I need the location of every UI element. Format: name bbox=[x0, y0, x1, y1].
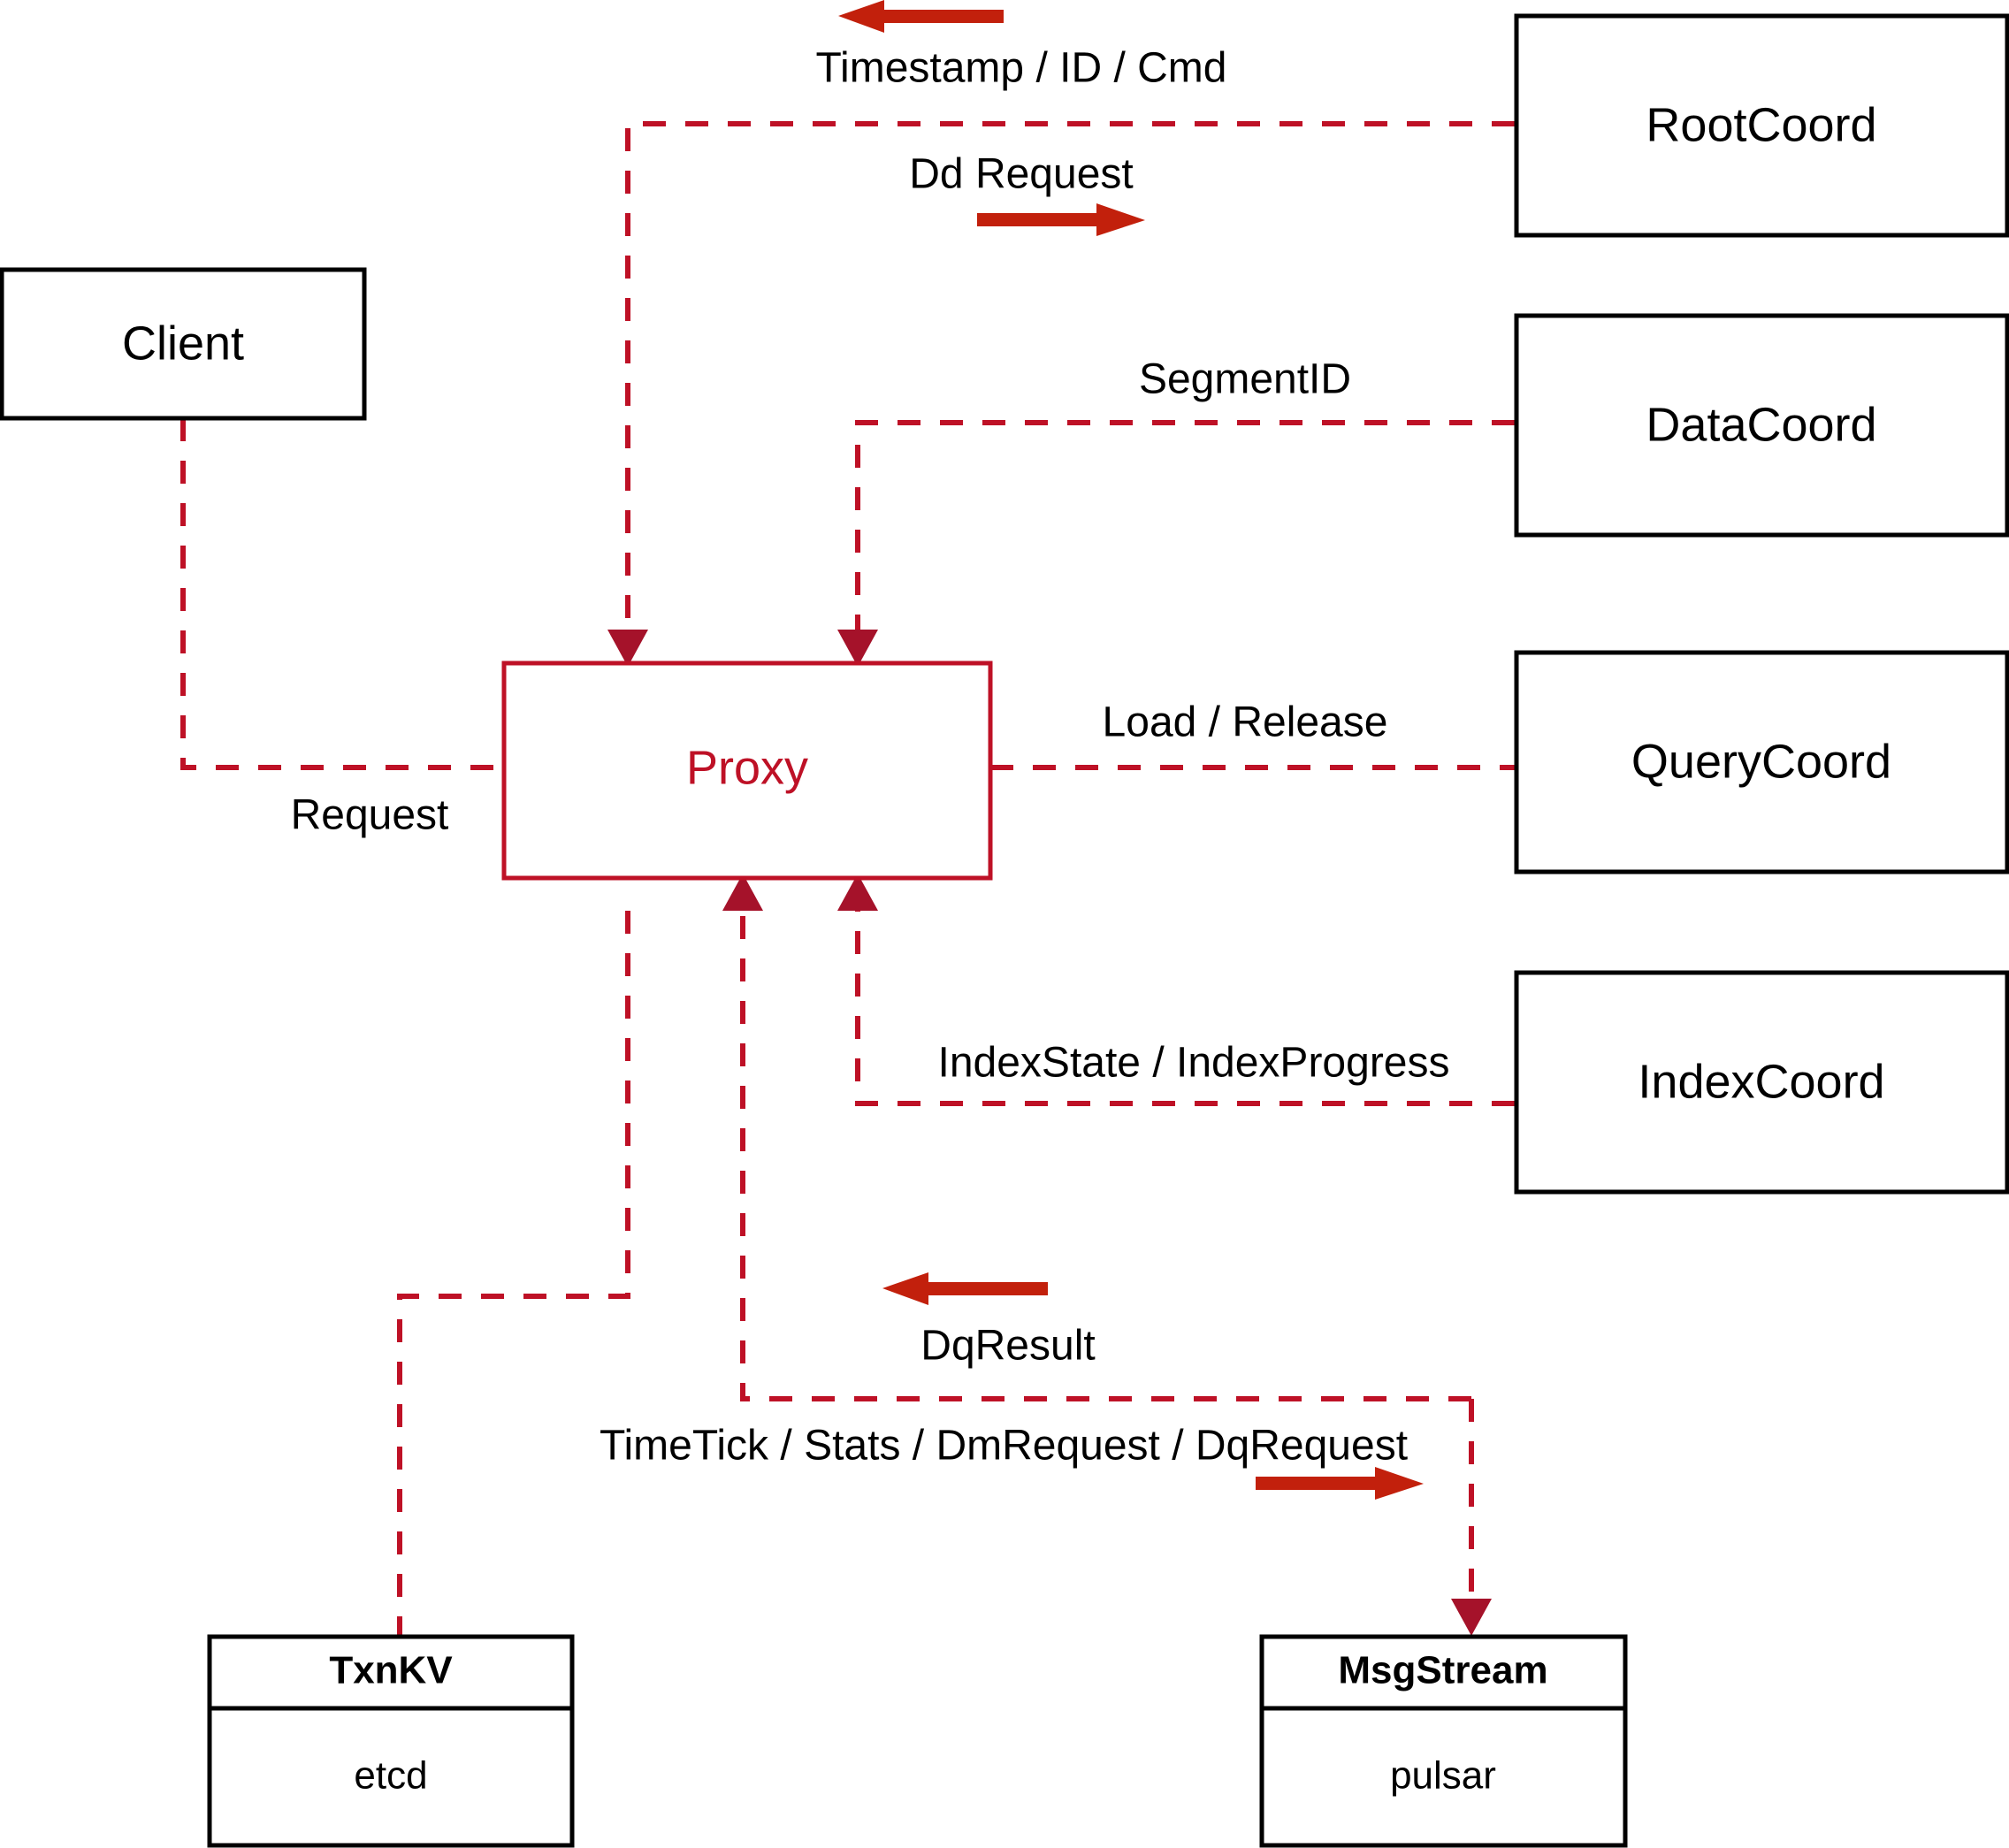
node-client-label: Client bbox=[122, 317, 244, 370]
edge-label-load-release: Load / Release bbox=[1103, 699, 1388, 746]
edge-line-dq-result bbox=[740, 911, 1471, 1401]
node-txnkv-title: TxnKV bbox=[329, 1649, 453, 1692]
node-index-coord-label: IndexCoord bbox=[1638, 1055, 1884, 1108]
node-query-coord[interactable]: QueryCoord bbox=[1514, 650, 2009, 874]
node-index-coord[interactable]: IndexCoord bbox=[1514, 970, 2009, 1195]
bold-arrow-rightward-timetick bbox=[1256, 1467, 1424, 1500]
edge-arrowhead-timestamp-id-cmd bbox=[607, 630, 648, 667]
node-data-coord-label: DataCoord bbox=[1646, 398, 1876, 451]
node-msgstream-impl: pulsar bbox=[1390, 1754, 1496, 1798]
edge-label-timetick-stats: TimeTick / Stats / DmRequest / DqRequest bbox=[600, 1423, 1408, 1470]
edge-arrowhead-segment-id bbox=[837, 630, 878, 667]
node-msgstream-title: MsgStream bbox=[1338, 1649, 1547, 1692]
edge-label-dq-result: DqResult bbox=[920, 1323, 1095, 1370]
edge-label-client-request: Request bbox=[291, 792, 449, 839]
edge-line-timestamp-id-cmd bbox=[625, 121, 1515, 630]
node-root-coord[interactable]: RootCoord bbox=[1514, 13, 2009, 238]
edge-line-index-state bbox=[855, 911, 1515, 1106]
node-txnkv[interactable]: TxnKV etcd bbox=[207, 1634, 575, 1848]
node-query-coord-label: QueryCoord bbox=[1631, 735, 1891, 788]
bold-arrow-leftward-dq-result bbox=[882, 1272, 1048, 1305]
node-proxy[interactable]: Proxy bbox=[501, 661, 993, 881]
node-data-coord-box bbox=[1514, 313, 2009, 538]
node-root-coord-box bbox=[1514, 13, 2009, 238]
edge-arrowhead-dq-result bbox=[722, 874, 763, 911]
edge-label-index-state: IndexState / IndexProgress bbox=[938, 1040, 1450, 1087]
node-msgstream[interactable]: MsgStream pulsar bbox=[1259, 1634, 1628, 1848]
node-client-box bbox=[0, 267, 367, 421]
edge-arrowhead-index-state bbox=[837, 874, 878, 911]
bold-arrow-rightward-dd-request bbox=[977, 203, 1145, 236]
node-client[interactable]: Client bbox=[0, 267, 367, 421]
edge-line-proxy-txnkv bbox=[397, 911, 630, 1636]
node-index-coord-box bbox=[1514, 970, 2009, 1195]
node-txnkv-impl: etcd bbox=[354, 1754, 427, 1798]
edge-line-segment-id bbox=[855, 420, 1515, 630]
edge-label-timestamp-id-cmd: Timestamp / ID / Cmd bbox=[816, 45, 1227, 92]
edge-label-dd-request: Dd Request bbox=[909, 151, 1133, 198]
node-proxy-label: Proxy bbox=[686, 741, 808, 794]
node-msgstream-box bbox=[1259, 1634, 1628, 1848]
edge-label-segment-id: SegmentID bbox=[1139, 356, 1351, 403]
node-root-coord-label: RootCoord bbox=[1646, 98, 1876, 151]
edge-line-client-request bbox=[180, 418, 504, 770]
node-txnkv-box bbox=[207, 1634, 575, 1848]
node-proxy-box bbox=[501, 661, 993, 881]
node-query-coord-box bbox=[1514, 650, 2009, 874]
bold-arrow-leftward-timestamp bbox=[838, 0, 1004, 33]
edge-arrowhead-timetick-stats bbox=[1451, 1599, 1492, 1636]
node-data-coord[interactable]: DataCoord bbox=[1514, 313, 2009, 538]
